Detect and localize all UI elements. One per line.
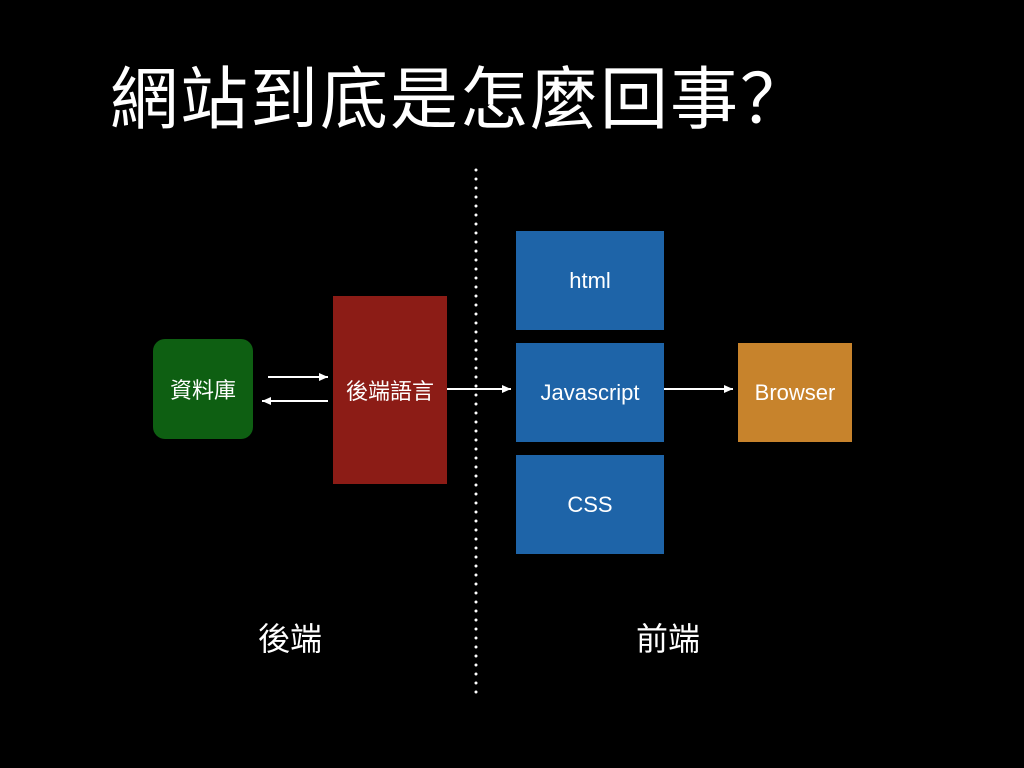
backend-language-label: 後端語言 [345,380,434,405]
browser-label: Browser [754,379,836,405]
html-node: html [516,231,664,330]
css-label: CSS [567,491,613,517]
javascript-label: Javascript [540,379,640,405]
database-node: 資料庫 [153,339,253,439]
backend-section-label: 後端 [258,620,323,658]
css-node: CSS [516,455,664,554]
browser-node: Browser [738,343,852,442]
frontend-section-label: 前端 [636,620,701,658]
javascript-node: Javascript [516,343,664,442]
database-label: 資料庫 [169,379,236,404]
html-label: html [569,267,611,293]
backend-language-node: 後端語言 [333,296,447,484]
slide-title: 網站到底是怎麼回事？ [110,61,811,140]
